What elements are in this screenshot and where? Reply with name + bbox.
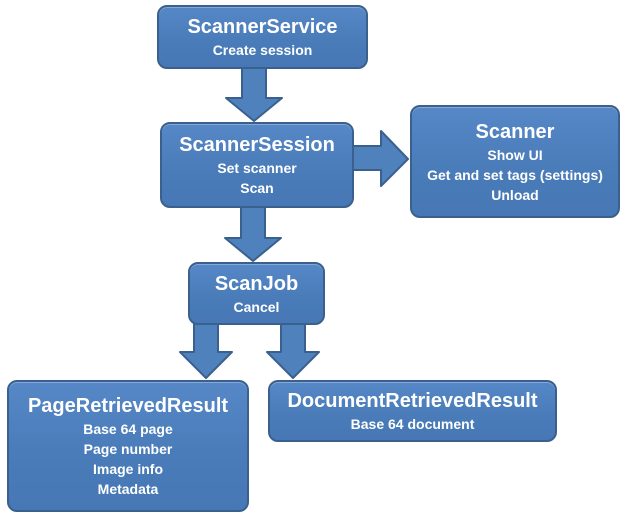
node-page-retrieved-result: PageRetrievedResult Base 64 page Page nu… [7, 380, 249, 512]
node-scanner-service-item: Create session [212, 42, 313, 58]
node-document-retrieved-result: DocumentRetrievedResult Base 64 document [268, 380, 557, 442]
node-scanner-title: Scanner [475, 120, 555, 143]
node-scan-job-title: ScanJob [214, 272, 299, 295]
node-scan-job: ScanJob Cancel [188, 262, 325, 325]
node-scanner: Scanner Show UI Get and set tags (settin… [410, 105, 620, 218]
node-page-retrieved-result-item: Image info [92, 461, 163, 477]
node-page-retrieved-result-title: PageRetrievedResult [27, 395, 229, 417]
node-scanner-session-item: Set scanner [217, 160, 297, 176]
node-scanner-session-title: ScannerSession [179, 134, 335, 156]
node-scanner-session-item: Scan [240, 180, 274, 196]
node-scanner-service-title: ScannerService [187, 16, 338, 38]
arrow-down-scannerservice-to-scannersession-icon [225, 66, 283, 122]
node-document-retrieved-result-item: Base 64 document [350, 416, 475, 432]
arrow-down-scannersession-to-scanjob-icon [224, 205, 282, 262]
node-scanner-session: ScannerSession Set scanner Scan [160, 122, 354, 208]
arrow-down-scanjob-to-pageretrievedresult-icon [179, 322, 233, 379]
node-scanner-item: Unload [491, 186, 539, 203]
node-scanner-service: ScannerService Create session [157, 5, 368, 69]
node-document-retrieved-result-title: DocumentRetrievedResult [287, 390, 538, 412]
node-page-retrieved-result-item: Base 64 page [83, 421, 173, 437]
node-scanner-item: Get and set tags (settings) [427, 166, 603, 183]
arrow-down-scanjob-to-documentretrievedresult-icon [266, 322, 320, 379]
node-scan-job-item: Cancel [233, 298, 280, 315]
node-page-retrieved-result-item: Page number [83, 441, 173, 457]
node-scanner-item: Show UI [487, 146, 543, 163]
arrow-right-scannersession-to-scanner-icon [351, 130, 409, 187]
node-page-retrieved-result-item: Metadata [97, 481, 159, 497]
